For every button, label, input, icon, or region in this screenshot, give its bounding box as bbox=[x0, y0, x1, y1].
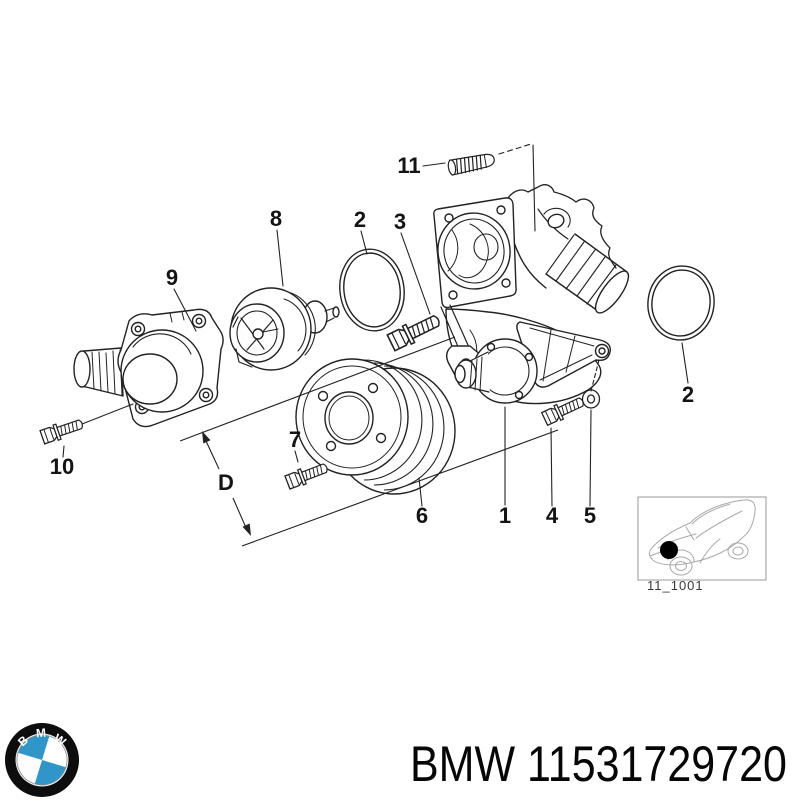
bolt-part-7 bbox=[283, 459, 331, 491]
part-number-text: BMW 11531729720 bbox=[410, 739, 787, 789]
part-callout-9: 9 bbox=[165, 265, 179, 290]
vehicle-inset bbox=[637, 496, 767, 581]
brand-text: BMW bbox=[410, 736, 516, 792]
dimension-d bbox=[179, 336, 559, 547]
pulley-part bbox=[295, 358, 456, 495]
part-callout-4: 4 bbox=[545, 503, 559, 528]
bolt-part-3 bbox=[385, 310, 444, 353]
o-ring-left-part bbox=[339, 248, 405, 332]
part-callout-1: 1 bbox=[498, 503, 512, 528]
thermostat-housing-part bbox=[73, 308, 224, 428]
part-callout-11: 11 bbox=[397, 153, 421, 178]
bolt-part-10 bbox=[39, 415, 86, 446]
bmw-logo: B M W bbox=[0, 718, 90, 800]
part-callout-D: D bbox=[218, 470, 234, 495]
water-pump-part bbox=[433, 184, 630, 405]
part-number-value: 11531729720 bbox=[527, 736, 787, 792]
location-dot bbox=[660, 541, 678, 559]
part-callout-2: 2 bbox=[681, 382, 695, 407]
stud-part-11 bbox=[447, 153, 495, 176]
part-callout-2: 2 bbox=[353, 207, 367, 232]
part-callout-7: 7 bbox=[288, 427, 302, 452]
o-ring-right-part bbox=[647, 265, 715, 341]
part-callout-3: 3 bbox=[393, 209, 407, 234]
part-callout-6: 6 bbox=[415, 503, 429, 528]
part-callout-5: 5 bbox=[583, 503, 597, 528]
washer-part-5 bbox=[581, 389, 601, 409]
part-callout-8: 8 bbox=[269, 206, 283, 231]
thermostat-part bbox=[229, 287, 340, 371]
logo-letter-m: M bbox=[35, 726, 46, 741]
inset-caption: 11_1001 bbox=[647, 578, 704, 593]
part-callout-10: 10 bbox=[49, 454, 75, 479]
leader-lines bbox=[62, 143, 689, 507]
